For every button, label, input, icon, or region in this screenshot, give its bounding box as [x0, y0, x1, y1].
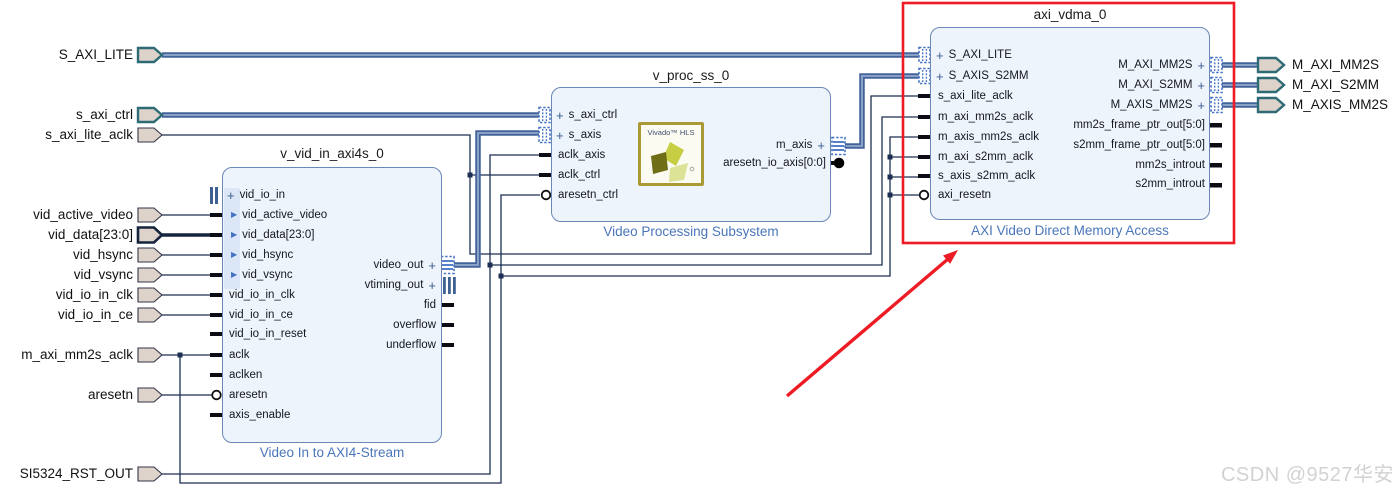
port-vid-active-video [137, 207, 163, 223]
pin-vdma-s-axis-s2mm[interactable]: +S_AXIS_S2MM [936, 68, 1029, 84]
vtiming-out-bars-icon [443, 277, 456, 294]
ext-port-label-s-axi-lite-aclk[interactable]: s_axi_lite_aclk [45, 127, 133, 142]
pin-aresetn[interactable]: aresetn [229, 389, 268, 401]
pin-vdma-s-axi-lite-aclk[interactable]: s_axi_lite_aclk [938, 90, 1013, 102]
block-title-v-vid-in: v_vid_in_axi4s_0 [280, 146, 384, 161]
port-vid-hsync [137, 247, 163, 263]
vivado-hls-logo: Vivado™ HLS [638, 122, 704, 186]
pin-vdma-m-axi-s2mm[interactable]: M_AXI_S2MM+ [1118, 77, 1205, 93]
pin-underflow[interactable]: underflow [386, 339, 436, 351]
pin-aclken[interactable]: aclken [229, 369, 263, 381]
pin-aclk[interactable]: aclk [229, 349, 250, 361]
pin-vdma-m-axis-mm2s-aclk[interactable]: m_axis_mm2s_aclk [938, 131, 1039, 143]
port-m-axi-mm2s-out [1256, 56, 1286, 74]
pin-vid-active-video[interactable]: ▶vid_active_video [231, 209, 328, 221]
port-s-axi-lite-aclk [137, 127, 163, 143]
port-vid-data [136, 226, 164, 244]
pin-vdma-s2mm-introut[interactable]: s2mm_introut [1135, 178, 1205, 190]
pin-s-axi-ctrl[interactable]: +s_axi_ctrl [556, 107, 618, 123]
port-vid-vsync [137, 267, 163, 283]
pin-vid-io-in-clk[interactable]: vid_io_in_clk [229, 289, 295, 301]
port-vid-io-in-clk [137, 287, 163, 303]
iface-icon-m-axis-mm2s [1210, 96, 1223, 114]
block-caption-axi-vdma: AXI Video Direct Memory Access [971, 223, 1169, 238]
port-m-axis-mm2s-out [1256, 96, 1286, 114]
pin-vtiming-out[interactable]: vtiming_out+ [364, 277, 436, 293]
interface-highlight-strip [224, 188, 240, 289]
pin-vdma-axi-resetn[interactable]: axi_resetn [938, 189, 992, 201]
vivado-hls-logo-text: Vivado™ HLS [647, 128, 695, 137]
pin-vid-vsync[interactable]: ▶vid_vsync [231, 269, 293, 281]
pin-aclk-axis[interactable]: aclk_axis [558, 149, 606, 161]
pin-vdma-s-axis-s2mm-aclk[interactable]: s_axis_s2mm_aclk [938, 170, 1036, 182]
iface-icon-vdma-s-axi-lite [918, 46, 931, 64]
ext-port-label-vid-active-video[interactable]: vid_active_video [33, 207, 133, 222]
pin-axis-enable[interactable]: axis_enable [229, 409, 291, 421]
ext-port-label-s-axi-lite[interactable]: S_AXI_LITE [58, 47, 133, 62]
ext-port-label-aresetn[interactable]: aresetn [87, 387, 133, 402]
aresetn-io-axis-pin [833, 157, 845, 169]
block-title-axi-vdma: axi_vdma_0 [1033, 7, 1107, 22]
ext-port-label-vid-io-in-ce[interactable]: vid_io_in_ce [57, 307, 133, 322]
ext-port-label-vid-io-in-clk[interactable]: vid_io_in_clk [55, 287, 133, 302]
video-out-fan-icon [440, 255, 455, 275]
pin-vid-io-in-ce[interactable]: vid_io_in_ce [229, 309, 293, 321]
block-caption-v-vid-in: Video In to AXI4-Stream [259, 445, 405, 460]
watermark: CSDN @9527华安 [1220, 464, 1394, 486]
highlight-arrow-head [943, 250, 958, 264]
port-s-axi-lite [136, 46, 164, 64]
wire-video-out-bus [452, 130, 539, 268]
pin-aresetn-ctrl[interactable]: aresetn_ctrl [558, 189, 619, 201]
ext-port-label-m-axis-mm2s[interactable]: M_AXIS_MM2S [1292, 97, 1389, 112]
pin-vdma-mm2s-introut[interactable]: mm2s_introut [1135, 159, 1205, 171]
port-aresetn [137, 387, 163, 403]
pin-vid-io-in[interactable]: +vid_io_in [227, 187, 285, 203]
iface-icon-s-axis [538, 126, 551, 144]
pin-vdma-m-axi-mm2s[interactable]: M_AXI_MM2S+ [1118, 57, 1205, 73]
pin-vid-hsync[interactable]: ▶vid_hsync [231, 249, 294, 261]
port-si5324-rst-out [137, 466, 163, 482]
ext-port-label-vid-hsync[interactable]: vid_hsync [72, 247, 133, 262]
port-vid-io-in-ce [137, 307, 163, 323]
pin-vdma-s-axi-lite[interactable]: +S_AXI_LITE [936, 47, 1012, 63]
port-m-axi-mm2s-aclk [137, 347, 163, 363]
pin-video-out[interactable]: video_out+ [373, 257, 436, 273]
wire-m-axis-bus [845, 73, 919, 149]
pin-aclk-ctrl[interactable]: aclk_ctrl [558, 169, 601, 181]
block-caption-v-proc: Video Processing Subsystem [603, 224, 779, 239]
pin-vdma-s2mm-frame-ptr[interactable]: s2mm_frame_ptr_out[5:0] [1073, 139, 1205, 151]
pin-fid[interactable]: fid [423, 299, 436, 311]
iface-icon-m-axi-s2mm [1210, 76, 1223, 94]
highlight-arrow-line [785, 257, 950, 398]
port-m-axi-s2mm-out [1256, 76, 1286, 94]
pin-vdma-mm2s-frame-ptr[interactable]: mm2s_frame_ptr_out[5:0] [1073, 119, 1205, 131]
block-axi-vdma[interactable] [930, 27, 1210, 220]
block-v-vid-in-axi4s[interactable] [222, 167, 442, 443]
ext-port-label-m-axi-mm2s[interactable]: M_AXI_MM2S [1292, 57, 1380, 72]
pin-vdma-m-axi-mm2s-aclk[interactable]: m_axi_mm2s_aclk [938, 111, 1034, 123]
vivado-hls-pinwheel [651, 142, 695, 182]
pin-vdma-m-axis-mm2s[interactable]: M_AXIS_MM2S+ [1110, 97, 1205, 113]
iface-icon-m-axi-mm2s [1210, 56, 1223, 74]
iface-icon-vdma-s-axis-s2mm [918, 67, 931, 85]
ext-port-label-si5324-rst-out[interactable]: SI5324_RST_OUT [19, 466, 133, 481]
pin-s-axis[interactable]: +s_axis [556, 127, 602, 143]
ext-port-label-vid-vsync[interactable]: vid_vsync [73, 267, 133, 282]
pin-aresetn-io-axis[interactable]: aresetn_io_axis[0:0] [723, 157, 826, 169]
pin-overflow[interactable]: overflow [393, 319, 436, 331]
pin-vid-io-in-reset[interactable]: vid_io_in_reset [229, 328, 307, 340]
ext-port-label-s-axi-ctrl[interactable]: s_axi_ctrl [75, 107, 133, 122]
ext-port-label-m-axi-mm2s-aclk[interactable]: m_axi_mm2s_aclk [21, 347, 133, 362]
port-s-axi-ctrl [136, 106, 164, 124]
pin-m-axis[interactable]: m_axis+ [775, 137, 825, 153]
m-axis-fan-icon [831, 136, 846, 156]
ext-port-label-vid-data[interactable]: vid_data[23:0] [48, 227, 133, 242]
ext-port-label-m-axi-s2mm[interactable]: M_AXI_S2MM [1292, 77, 1380, 92]
iface-icon-s-axi-ctrl [538, 106, 551, 124]
block-title-v-proc: v_proc_ss_0 [652, 68, 730, 83]
vid-io-in-bars-icon [210, 187, 218, 204]
pin-vid-data[interactable]: ▶vid_data[23:0] [231, 229, 315, 241]
pin-vdma-m-axi-s2mm-aclk[interactable]: m_axi_s2mm_aclk [938, 151, 1034, 163]
